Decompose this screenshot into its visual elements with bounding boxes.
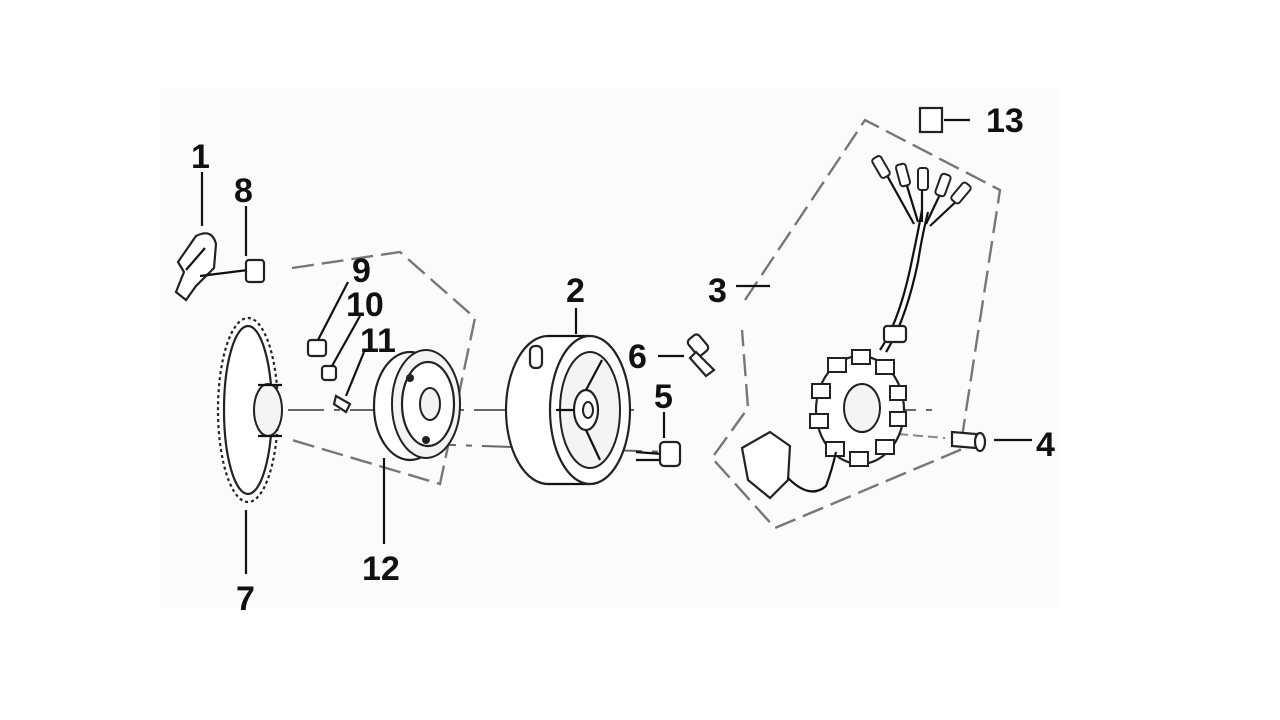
label-11: 11 xyxy=(360,322,396,360)
part-5-bolt xyxy=(635,440,682,468)
leader-lines xyxy=(200,118,1032,574)
part-13-clip xyxy=(918,106,944,134)
part4-axis-line xyxy=(897,433,946,439)
part-8-bolt xyxy=(199,258,266,284)
label-8: 8 xyxy=(234,172,253,210)
label-4: 4 xyxy=(1036,426,1055,464)
part-2-flywheel xyxy=(504,334,632,486)
part-12-hub xyxy=(372,349,461,462)
part-4-pin xyxy=(950,430,987,453)
part-3-stator xyxy=(740,155,972,500)
label-6: 6 xyxy=(628,338,647,376)
label-2: 2 xyxy=(566,272,585,310)
label-3: 3 xyxy=(708,272,727,310)
part-6-bolt xyxy=(686,333,716,378)
group-12-outline xyxy=(291,250,477,486)
label-12: 12 xyxy=(362,550,400,588)
part-7-gear xyxy=(216,316,283,504)
label-13: 13 xyxy=(986,102,1024,140)
group-3-outline xyxy=(710,118,1002,530)
callout-labels: 1 2 3 4 5 6 7 8 9 10 11 12 13 xyxy=(191,102,1055,618)
label-5: 5 xyxy=(654,378,673,416)
label-9: 9 xyxy=(352,252,371,290)
label-10: 10 xyxy=(346,286,384,324)
label-1: 1 xyxy=(191,138,210,176)
part-1-bracket xyxy=(174,232,218,302)
label-7: 7 xyxy=(236,580,255,618)
parts-9-10-11-pins xyxy=(306,338,352,414)
